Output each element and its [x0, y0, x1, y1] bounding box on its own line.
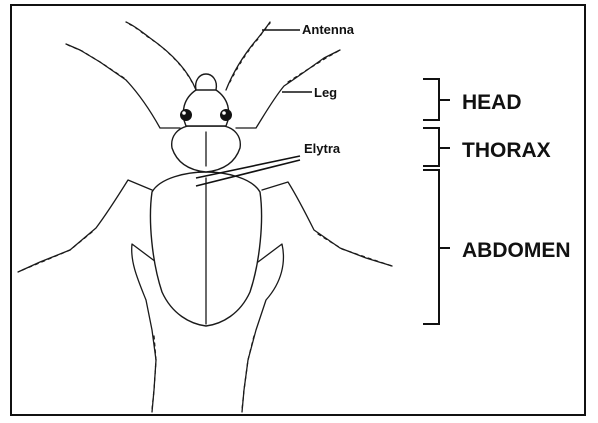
leg-label: Leg — [314, 85, 337, 100]
right-eye — [220, 109, 232, 121]
head-label: HEAD — [462, 91, 522, 114]
left-antenna — [126, 22, 196, 90]
left-eye — [180, 109, 192, 121]
thorax-bracket — [423, 128, 450, 166]
right-middle-leg-tarsus — [318, 234, 392, 266]
left-middle-leg-tarsus — [20, 232, 92, 271]
right-front-leg-tarsus — [288, 50, 340, 82]
left-front-leg — [66, 44, 180, 128]
left-hind-leg — [132, 244, 156, 412]
beetle-illustration — [18, 22, 392, 412]
abdomen-bracket — [423, 170, 450, 324]
right-middle-leg — [262, 182, 392, 266]
left-front-leg-tarsus — [68, 45, 124, 78]
elytra-label: Elytra — [304, 141, 341, 156]
antenna-label: Antenna — [302, 22, 355, 37]
abdomen-label: ABDOMEN — [462, 239, 571, 262]
right-antenna-segments — [230, 23, 270, 82]
head-bracket — [423, 79, 450, 120]
mandibles — [196, 74, 217, 90]
left-antenna-segments — [127, 23, 192, 82]
right-antenna — [226, 22, 270, 90]
thorax-label: THORAX — [462, 139, 551, 162]
head — [183, 87, 229, 126]
